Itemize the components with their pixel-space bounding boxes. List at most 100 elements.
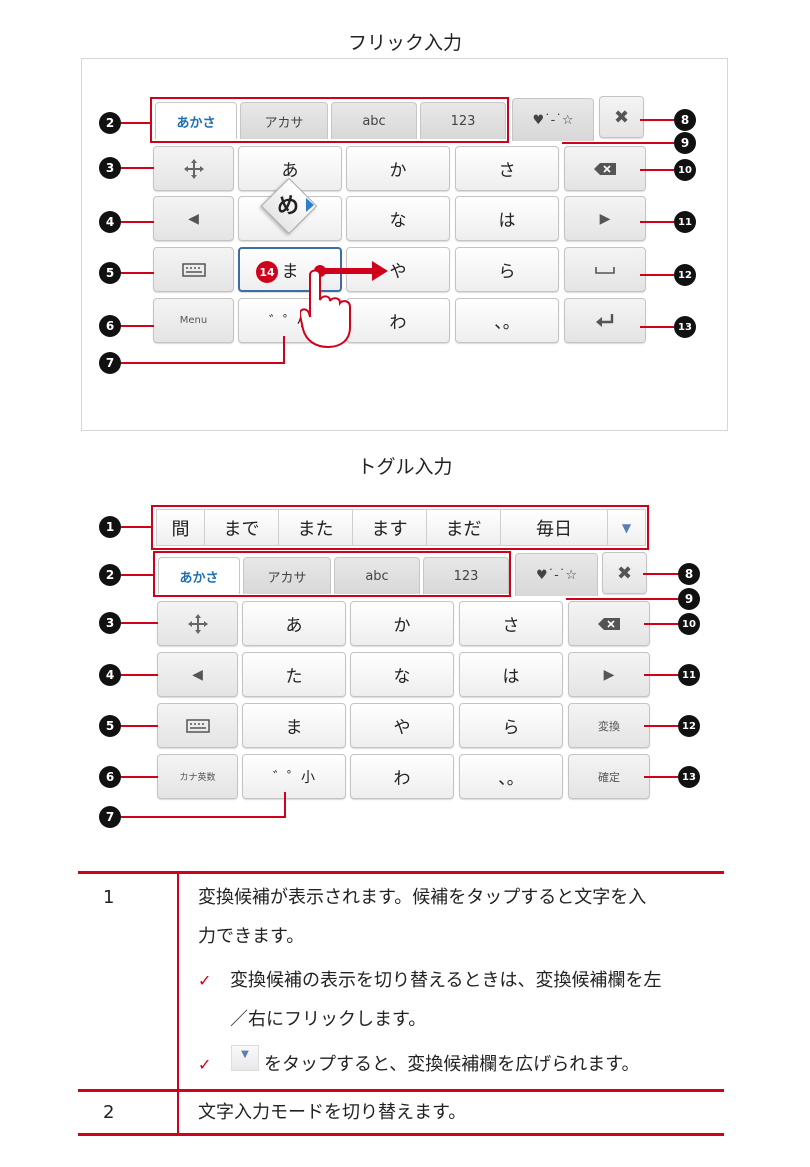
callout-14: 14 [256, 261, 278, 283]
cursor-right-key[interactable]: ▶ [564, 196, 646, 241]
move-key[interactable] [153, 146, 234, 191]
close-button-toggle[interactable]: ✖ [602, 552, 647, 594]
key-ya-toggle[interactable]: や [350, 703, 454, 748]
key-ta-toggle[interactable]: た [242, 652, 346, 697]
key-a-toggle[interactable]: あ [242, 601, 346, 646]
candidate-3[interactable]: ます [353, 509, 427, 546]
tab-katakana-toggle[interactable]: アカサ [243, 557, 331, 594]
key-punct[interactable]: 、。 [455, 298, 559, 343]
candidate-bar [156, 509, 646, 546]
backspace-icon [594, 162, 616, 175]
row-1-bullet1-line2: ／右にフリックします。 [230, 1009, 427, 1030]
backspace-key-toggle[interactable] [568, 601, 650, 646]
close-button[interactable]: ✖ [599, 96, 644, 138]
callout-11b: 11 [678, 664, 700, 686]
space-icon [595, 266, 615, 274]
candidates-highlight [151, 505, 649, 550]
cursor-left-key-toggle[interactable]: ◀ [157, 652, 238, 697]
row-2-number: 2 [103, 1102, 115, 1123]
callout-13b: 13 [678, 766, 700, 788]
leader-7b-v [284, 792, 286, 818]
row-2-text: 文字入力モードを切り替えます。 [198, 1102, 467, 1123]
candidate-1[interactable]: まで [205, 509, 279, 546]
callout-2: 2 [99, 112, 121, 134]
table-bottom-rule [78, 1133, 724, 1136]
key-ha-toggle[interactable]: は [459, 652, 563, 697]
convert-key[interactable]: 変換 [568, 703, 650, 748]
leader-10b [644, 623, 678, 625]
callout-12: 12 [674, 264, 696, 286]
key-ra-toggle[interactable]: ら [459, 703, 563, 748]
callout-10: 10 [674, 159, 696, 181]
tab-numbers[interactable]: 123 [420, 102, 506, 139]
callout-10b: 10 [678, 613, 700, 635]
callout-9: 9 [674, 132, 696, 154]
menu-key[interactable]: Menu [153, 298, 234, 343]
tab-hiragana[interactable]: あかさ [155, 102, 237, 139]
flick-popup-char: め [276, 194, 299, 219]
key-wa-toggle[interactable]: わ [350, 754, 454, 799]
key-ha[interactable]: は [455, 196, 559, 241]
flick-gesture-illustration [300, 261, 388, 349]
kana-alnum-key[interactable]: カナ英数 [157, 754, 238, 799]
key-ra[interactable]: ら [455, 247, 559, 292]
leader-10 [640, 169, 674, 171]
flick-popup: め [260, 177, 318, 235]
leader-6b [121, 776, 158, 778]
space-key[interactable] [564, 247, 646, 292]
cursor-right-key-toggle[interactable]: ▶ [568, 652, 650, 697]
callout-12b: 12 [678, 715, 700, 737]
callout-13: 13 [674, 316, 696, 338]
callout-5: 5 [99, 262, 121, 284]
flick-direction-arrow-icon [306, 198, 314, 212]
candidate-2[interactable]: また [279, 509, 353, 546]
keyboard-key[interactable] [153, 247, 234, 292]
arrow-right-icon: ▶ [599, 210, 611, 227]
flick-section-title: フリック入力 [347, 32, 462, 54]
key-ma-toggle[interactable]: ま [242, 703, 346, 748]
candidate-0[interactable]: 間 [157, 509, 205, 546]
callout-9b: 9 [678, 588, 700, 610]
confirm-key[interactable]: 確定 [568, 754, 650, 799]
key-punct-toggle[interactable]: 、。 [459, 754, 563, 799]
key-ka-toggle[interactable]: か [350, 601, 454, 646]
tab-numbers-toggle[interactable]: 123 [423, 557, 509, 594]
callout-6: 6 [99, 315, 121, 337]
candidate-4[interactable]: まだ [427, 509, 501, 546]
keyboard-key-toggle[interactable] [157, 703, 238, 748]
candidate-expand-button[interactable]: ▼ [621, 520, 632, 535]
table-column-rule [177, 873, 179, 1135]
callout-8b: 8 [678, 563, 700, 585]
callout-1: 1 [99, 516, 121, 538]
tab-alphabet-toggle[interactable]: abc [334, 557, 420, 594]
leader-7-v [283, 336, 285, 364]
tab-alphabet[interactable]: abc [331, 102, 417, 139]
tab-katakana[interactable]: アカサ [240, 102, 328, 139]
key-sa-toggle[interactable]: さ [459, 601, 563, 646]
key-wa[interactable]: わ [346, 298, 450, 343]
arrow-left-icon: ◀ [188, 210, 199, 227]
key-dakuten-toggle[interactable]: ゛゜小 [242, 754, 346, 799]
candidate-5[interactable]: 毎日 [501, 509, 608, 546]
keyboard-icon [185, 718, 210, 733]
cursor-left-key[interactable]: ◀ [153, 196, 234, 241]
tab-emoji[interactable]: ♥˙-˙☆ [512, 98, 594, 141]
key-na-toggle[interactable]: な [350, 652, 454, 697]
move-key-toggle[interactable] [157, 601, 238, 646]
tab-emoji-toggle[interactable]: ♥˙-˙☆ [515, 553, 598, 596]
backspace-key[interactable] [564, 146, 646, 191]
callout-5b: 5 [99, 715, 121, 737]
leader-7 [121, 362, 285, 364]
tab-hiragana-toggle[interactable]: あかさ [158, 557, 240, 594]
leader-7b [121, 816, 286, 818]
key-sa[interactable]: さ [455, 146, 559, 191]
enter-key[interactable] [564, 298, 646, 343]
leader-6 [121, 325, 154, 327]
leader-9 [562, 142, 674, 144]
callout-3b: 3 [99, 612, 121, 634]
leader-12 [640, 274, 674, 276]
key-na[interactable]: な [346, 196, 450, 241]
leader-13b [644, 776, 678, 778]
key-ka[interactable]: か [346, 146, 450, 191]
move-icon [183, 158, 204, 179]
